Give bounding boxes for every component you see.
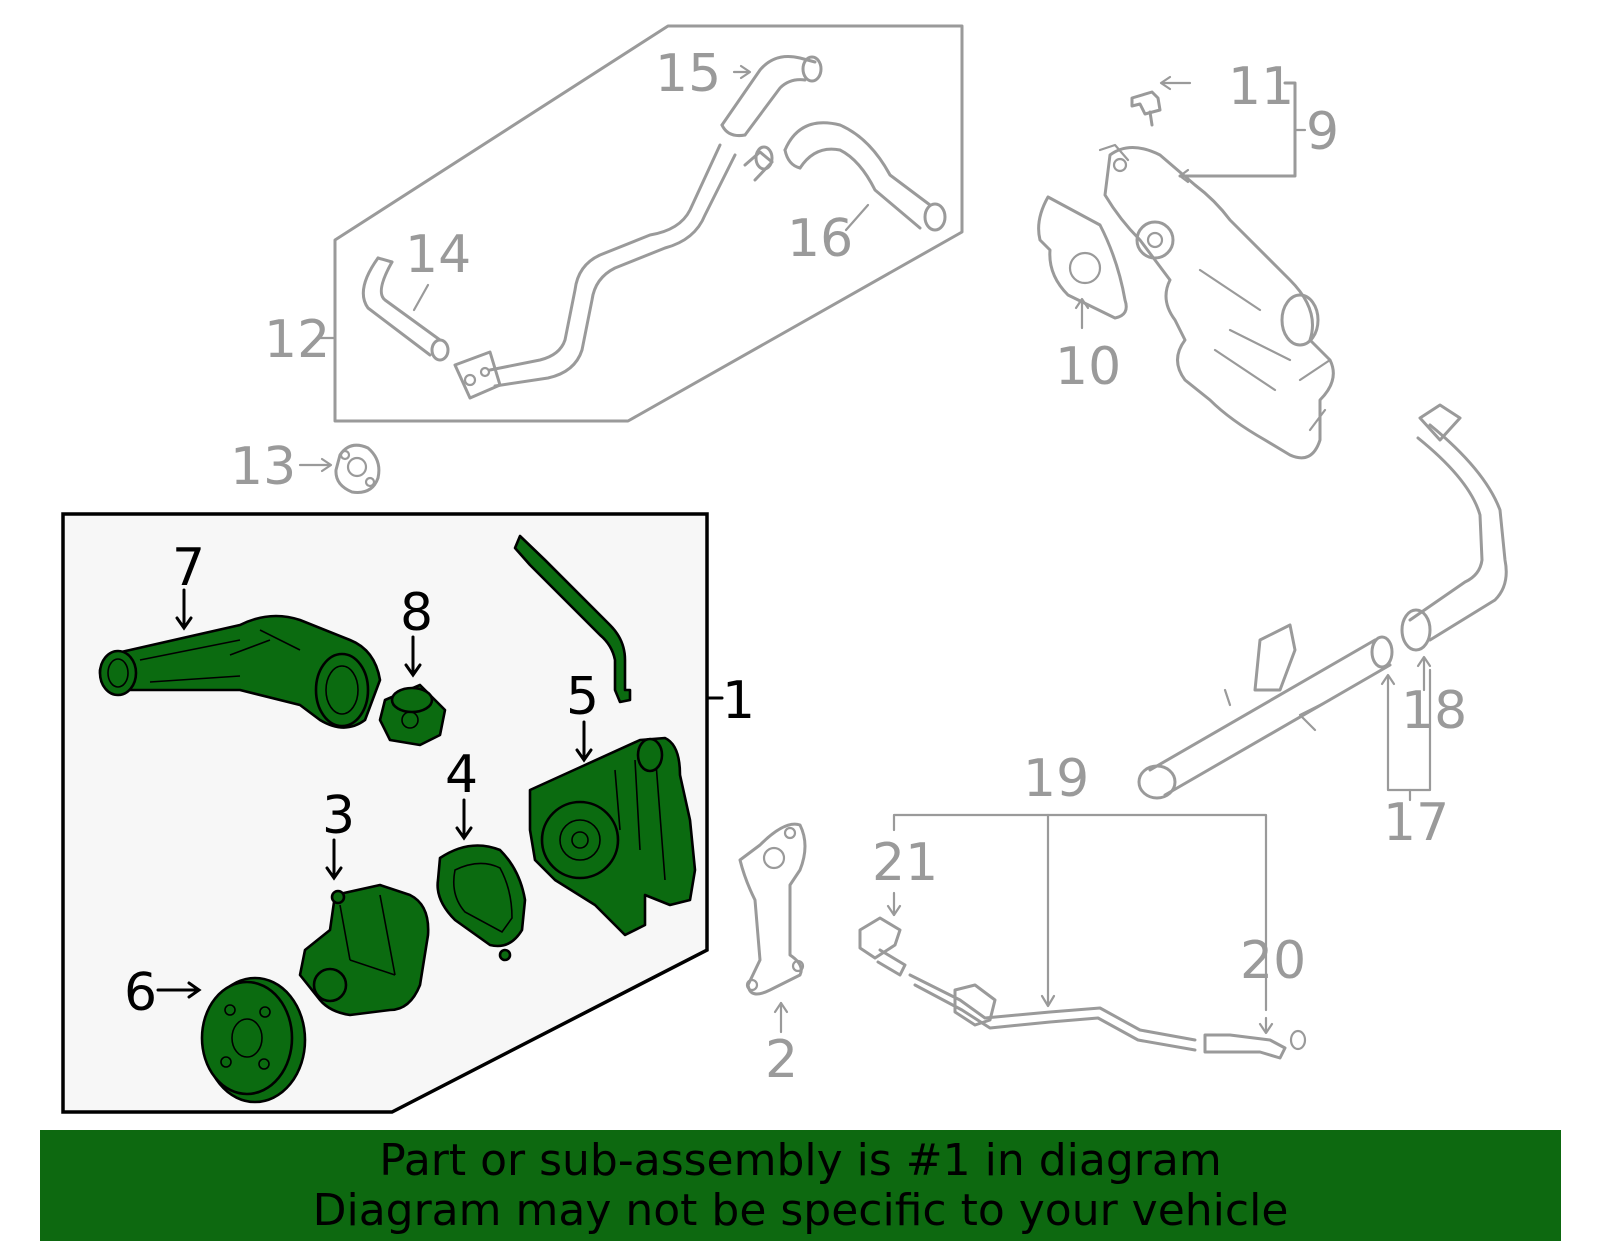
part-20-sensor <box>1203 1029 1307 1060</box>
callout-18: 18 <box>1401 681 1467 741</box>
part-15-hose <box>720 55 823 137</box>
callout-5: 5 <box>566 667 599 727</box>
part-6-pulley <box>200 976 307 1104</box>
part-2-bracket <box>738 822 807 1034</box>
arrow-6-head <box>187 981 202 999</box>
arrow-8-head <box>404 663 422 678</box>
callout-9: 9 <box>1306 102 1339 162</box>
banner-line-1: Part or sub-assembly is #1 in diagram <box>379 1134 1222 1186</box>
arrow-9-head <box>1178 168 1190 184</box>
bracket-19 <box>892 813 1268 1012</box>
part-3-water-pump <box>298 883 430 1017</box>
part-18-hose <box>1400 403 1508 692</box>
callout-17: 17 <box>1383 793 1449 853</box>
part-13-gasket <box>298 443 381 494</box>
arrow-21-head <box>886 904 902 917</box>
callout-4: 4 <box>445 745 478 805</box>
callout-7: 7 <box>172 538 205 598</box>
part-21-sensor <box>858 916 907 977</box>
callout-3: 3 <box>322 786 355 846</box>
banner-line-2: Diagram may not be specific to your vehi… <box>312 1184 1289 1236</box>
callout-1: 1 <box>722 671 755 731</box>
arrow-19-head <box>1040 994 1056 1008</box>
part-17-pipe <box>1137 623 1432 802</box>
callout-15: 15 <box>655 44 721 104</box>
hose-assembly-frame <box>333 24 964 423</box>
part-4-gasket <box>436 844 527 962</box>
callout-8: 8 <box>400 583 433 643</box>
arrow-3-head <box>325 866 343 881</box>
callout-14: 14 <box>405 225 471 285</box>
part-9-housing <box>1098 143 1335 460</box>
arrow-4-head <box>455 826 473 841</box>
callout-19: 19 <box>1023 749 1089 809</box>
arrow-15-head <box>739 64 752 80</box>
callout-13: 13 <box>230 437 296 497</box>
callout-21: 21 <box>872 833 938 893</box>
part-16-hose <box>783 121 947 232</box>
callout-10: 10 <box>1055 337 1121 397</box>
callout-2: 2 <box>765 1030 798 1090</box>
part-5-pump-housing <box>513 534 697 937</box>
callout-16: 16 <box>787 209 853 269</box>
callout-12: 12 <box>264 310 330 370</box>
part-8-thermostat <box>378 683 447 747</box>
part-19-harness <box>908 973 1197 1052</box>
arrow-16 <box>844 203 870 232</box>
callout-20: 20 <box>1240 931 1306 991</box>
info-banner: Part or sub-assembly is #1 in diagram Di… <box>40 1130 1561 1241</box>
arrow-5-head <box>575 748 593 763</box>
callout-11: 11 <box>1228 57 1294 117</box>
callout-6: 6 <box>124 963 157 1023</box>
part-14-hose <box>361 256 450 362</box>
arrow-20-head <box>1258 1022 1274 1035</box>
part-12-pipe <box>453 143 774 400</box>
part-11-bracket <box>1130 75 1192 127</box>
arrow-14 <box>412 283 430 312</box>
part-7-outlet-pipe <box>98 614 382 729</box>
arrow-7-head <box>175 616 193 631</box>
part-10-gasket <box>1037 195 1128 330</box>
